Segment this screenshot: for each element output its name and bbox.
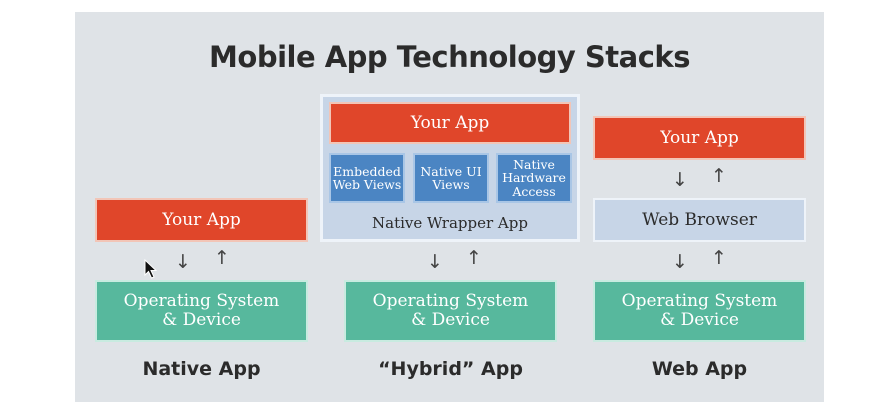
web-up-arrow-icon-2: ↑ [711,247,727,269]
native-down-arrow-icon: ↓ [175,251,191,273]
native-os-line2: & Device [162,310,241,330]
hybrid-native-hardware-access-box: Native Hardware Access [496,153,572,203]
hybrid-os-device-box: Operating System & Device [344,280,557,342]
native-app-label: Native App [142,358,261,380]
hybrid-up-arrow-icon: ↑ [466,247,482,269]
hybrid-your-app-box: Your App [329,102,571,144]
web-browser-box: Web Browser [593,198,806,242]
diagram-slide: Mobile App Technology Stacks Your App ↓ … [75,12,824,402]
native-os-device-box: Operating System & Device [95,280,308,342]
hybrid-os-line2: & Device [411,310,490,330]
hybrid-app-label: “Hybrid” App [378,358,523,380]
web-your-app-box: Your App [593,116,806,160]
hybrid-os-line1: Operating System [372,291,529,312]
hybrid-embedded-web-views-box: Embedded Web Views [329,153,405,203]
web-os-line1: Operating System [621,291,778,312]
native-up-arrow-icon: ↑ [214,247,230,269]
hybrid-your-app-text: Your App [410,112,490,133]
web-os-line2: & Device [660,310,739,330]
web-your-app-text: Your App [660,127,739,148]
native-os-line1: Operating System [123,291,280,312]
web-app-label: Web App [651,358,748,380]
hybrid-down-arrow-icon: ↓ [427,251,443,273]
diagram-title: Mobile App Technology Stacks [209,40,690,74]
native-your-app-box: Your App [95,198,308,242]
native-your-app-text: Your App [162,209,241,230]
web-up-arrow-icon-1: ↑ [711,165,727,187]
hybrid-module-1-text: Embedded Web Views [332,163,402,192]
mouse-cursor-icon [144,259,158,279]
web-down-arrow-icon-2: ↓ [672,251,688,273]
web-browser-text: Web Browser [642,209,757,230]
web-down-arrow-icon-1: ↓ [672,169,688,191]
hybrid-module-2-text: Native UI Views [420,163,482,192]
web-os-device-box: Operating System & Device [593,280,806,342]
hybrid-wrapper-text: Native Wrapper App [372,213,528,232]
hybrid-native-ui-views-box: Native UI Views [413,153,489,203]
hybrid-module-3-text: Native Hardware Access [502,157,566,199]
